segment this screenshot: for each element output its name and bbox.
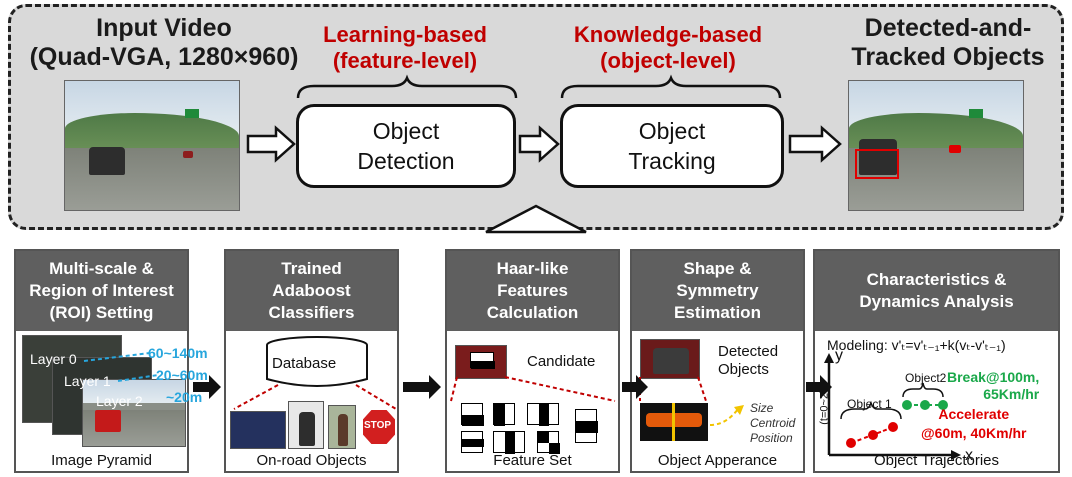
- layer-2-label: Layer 2: [96, 393, 143, 409]
- range-layer-1: 20~60m: [156, 367, 208, 383]
- brace-knowledge: [560, 74, 782, 99]
- panel-title: Haar-like Features Calculation: [447, 251, 618, 331]
- accelerate-label: Accelerate @60m, 40Km/hr: [921, 406, 1027, 441]
- tracked-output-frame: [848, 80, 1024, 211]
- arrow-input-to-detection: [246, 125, 296, 163]
- candidate-links: [450, 376, 616, 402]
- arrow-detection-to-tracking: [518, 125, 560, 163]
- object-1-label: Object 1: [847, 397, 892, 411]
- car-sample-image: [230, 411, 286, 449]
- panel-title: Trained Adaboost Classifiers: [226, 251, 397, 331]
- y-axis-label: y: [835, 347, 843, 364]
- haar-feature-3: [527, 403, 559, 426]
- object-tracking-box: Object Tracking: [560, 104, 784, 188]
- layer-0-label: Layer 0: [30, 351, 77, 367]
- haar-feature-4: [461, 431, 484, 453]
- haar-feature-1: [461, 403, 484, 426]
- layer-1-label: Layer 1: [64, 373, 111, 389]
- trajectory-axes: [824, 353, 961, 460]
- detected-objects-label: Detected Objects: [718, 343, 779, 378]
- panel-caption: Object Apperance: [657, 452, 778, 469]
- haar-feature-6: [537, 431, 560, 454]
- database-links: [233, 384, 397, 410]
- stop-sign-text: STOP: [364, 420, 392, 431]
- haar-feature-7: [575, 409, 598, 443]
- panel-shape-symmetry: Shape & Symmetry Estimation Detected Obj…: [630, 249, 805, 473]
- shape-props-arrow: [709, 405, 744, 426]
- panel-haar-features: Haar-like Features Calculation Candidate…: [445, 249, 620, 473]
- x-axis-label: x: [965, 447, 973, 464]
- arrow-panel-4-5: [806, 375, 832, 399]
- pedestrian-sample-image: [328, 405, 356, 449]
- range-layer-0: 60~140m: [148, 345, 208, 361]
- range-layer-2: ~20m: [166, 389, 203, 405]
- panel-title: Multi-scale & Region of Interest (ROI) S…: [16, 251, 187, 331]
- panel-adaboost-classifiers: Trained Adaboost Classifiers Database ST…: [224, 249, 399, 473]
- panel-caption: Feature Set: [493, 452, 572, 469]
- pyramid-layer-2: [82, 379, 186, 447]
- input-video-frame: [64, 80, 240, 211]
- learning-based-label: Learning-based (feature-level): [323, 22, 487, 73]
- arrow-tracking-to-output: [788, 125, 842, 163]
- object-2-label: Object2: [905, 371, 947, 385]
- arrow-panel-3-4: [622, 375, 648, 399]
- panel-title: Characteristics & Dynamics Analysis: [815, 251, 1058, 331]
- haar-feature-2: [493, 403, 515, 426]
- panel-caption: Object Trajectories: [873, 452, 1000, 469]
- expand-triangle-icon: [485, 204, 587, 234]
- haar-feature-5: [493, 431, 525, 454]
- panel-caption: On-road Objects: [256, 452, 367, 469]
- detection-box-icon: [855, 149, 899, 179]
- panel-caption: Image Pyramid: [51, 452, 152, 469]
- motorbike-sample-image: [288, 401, 324, 449]
- brace-learning: [296, 74, 518, 99]
- database-label: Database: [272, 355, 337, 372]
- arrow-panel-2-3: [403, 375, 441, 399]
- stop-sign-icon: [361, 408, 397, 446]
- panel-title: Shape & Symmetry Estimation: [632, 251, 803, 331]
- database-icon: [266, 336, 368, 387]
- symmetry-blob: [640, 403, 708, 441]
- output-title: Detected-and- Tracked Objects: [851, 14, 1045, 71]
- arrow-panel-1-2: [193, 375, 221, 399]
- modeling-equation: Modeling: v'ₜ=v'ₜ₋₁+k(vₜ-v'ₜ₋₁): [827, 337, 1006, 353]
- candidate-image: [455, 345, 507, 379]
- panel-roi-setting: Multi-scale & Region of Interest (ROI) S…: [14, 249, 208, 473]
- knowledge-based-label: Knowledge-based (object-level): [573, 22, 763, 73]
- input-video-title: Input Video (Quad-VGA, 1280×960): [29, 14, 299, 71]
- detected-object-image: [640, 339, 700, 379]
- panel-dynamics-analysis: Characteristics & Dynamics Analysis Mode…: [813, 249, 1060, 473]
- shape-props-label: Size Centroid Position: [750, 401, 796, 445]
- candidate-label: Candidate: [527, 353, 596, 370]
- break-label: Break@100m, 65Km/hr: [947, 369, 1040, 402]
- object-detection-box: Object Detection: [296, 104, 516, 188]
